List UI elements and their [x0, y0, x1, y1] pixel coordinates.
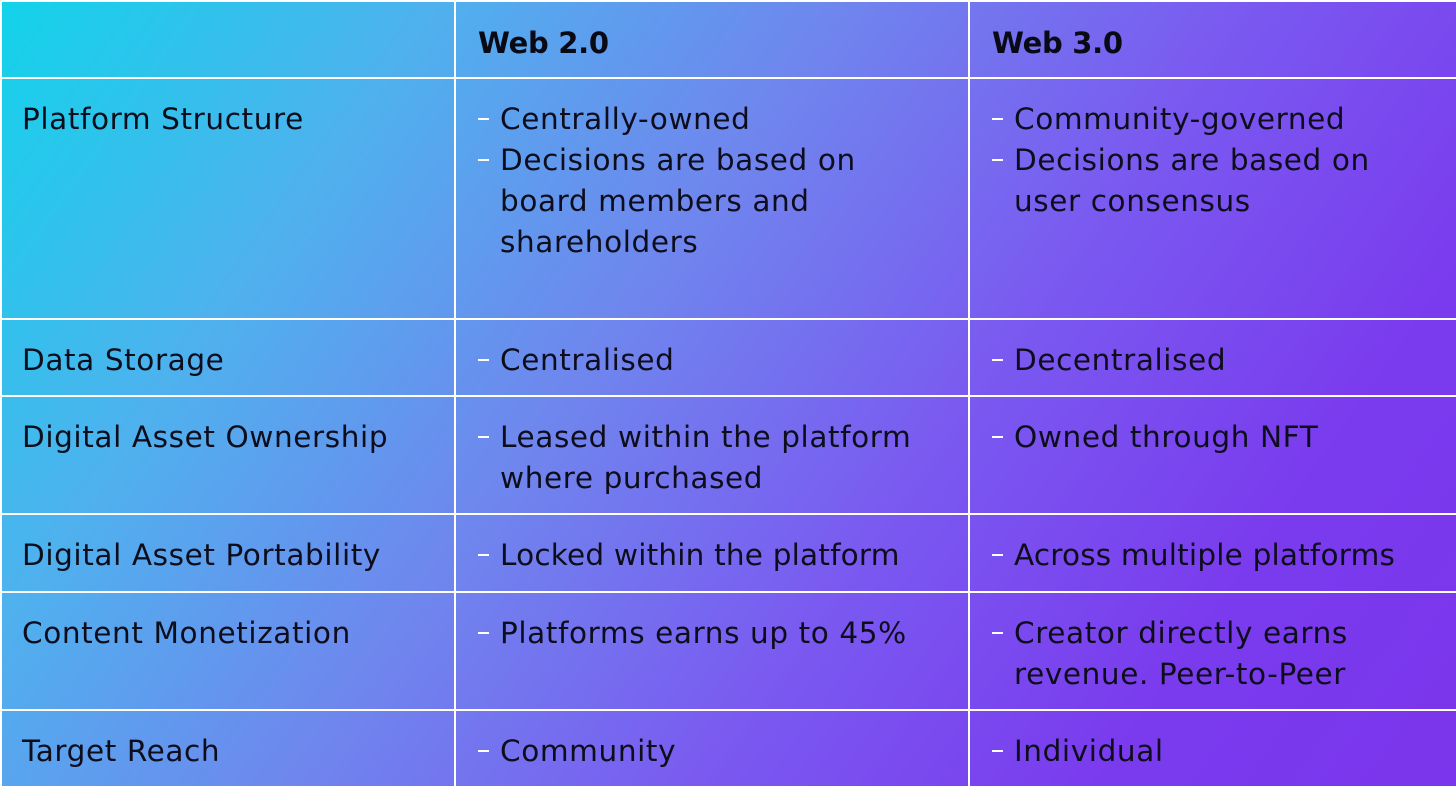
- web3-cell: Community-governed Decisions are based o…: [968, 77, 1456, 320]
- web2-points: Locked within the platform: [456, 515, 968, 576]
- dash-bullet-icon: [992, 118, 1003, 120]
- web2-points: Community: [456, 711, 968, 772]
- web2-points: Centrally-owned Decisions are based on b…: [456, 79, 968, 263]
- header-corner-cell: [0, 0, 456, 79]
- web3-cell: Across multiple platforms: [968, 513, 1456, 593]
- dash-bullet-icon: [992, 632, 1003, 634]
- list-item: Community: [456, 731, 968, 772]
- list-item: Across multiple platforms: [970, 535, 1456, 576]
- table-row: Data Storage Centralised Decentralised: [0, 318, 1456, 397]
- web3-points: Across multiple platforms: [970, 515, 1456, 576]
- list-item: Decentralised: [970, 340, 1456, 381]
- dash-bullet-icon: [478, 750, 489, 752]
- web3-cell: Owned through NFT: [968, 395, 1456, 515]
- web2-cell: Centrally-owned Decisions are based on b…: [454, 77, 970, 320]
- row-label-cell: Data Storage: [0, 318, 456, 397]
- dash-bullet-icon: [478, 359, 489, 361]
- row-label-cell: Digital Asset Ownership: [0, 395, 456, 515]
- web3-cell: Decentralised: [968, 318, 1456, 397]
- table-row: Target Reach Community Individual: [0, 709, 1456, 786]
- list-item: Platforms earns up to 45%: [456, 613, 968, 654]
- web2-cell: Centralised: [454, 318, 970, 397]
- dash-bullet-icon: [992, 159, 1003, 161]
- web2-cell: Locked within the platform: [454, 513, 970, 593]
- table-row: Content Monetization Platforms earns up …: [0, 591, 1456, 711]
- dash-bullet-icon: [478, 632, 489, 634]
- web2-points: Centralised: [456, 320, 968, 381]
- web2-cell: Community: [454, 709, 970, 786]
- list-item: Individual: [970, 731, 1456, 772]
- header-web3-cell: Web 3.0: [968, 0, 1456, 79]
- dash-bullet-icon: [992, 554, 1003, 556]
- row-label-digital-asset-ownership: Digital Asset Ownership: [22, 420, 389, 454]
- row-label-cell: Content Monetization: [0, 591, 456, 711]
- table-row: Digital Asset Portability Locked within …: [0, 513, 1456, 593]
- row-label-cell: Platform Structure: [0, 77, 456, 320]
- row-label-cell: Target Reach: [0, 709, 456, 786]
- table-row: Digital Asset Ownership Leased within th…: [0, 395, 1456, 515]
- web3-cell: Individual: [968, 709, 1456, 786]
- list-item: Centralised: [456, 340, 968, 381]
- row-label-content-monetization: Content Monetization: [22, 616, 351, 650]
- web2-points: Leased within the platform where purchas…: [456, 397, 968, 499]
- web3-points: Decentralised: [970, 320, 1456, 381]
- dash-bullet-icon: [992, 436, 1003, 438]
- table-row: Platform Structure Centrally-owned Decis…: [0, 77, 1456, 320]
- header-web2: Web 2.0: [478, 26, 609, 60]
- web3-points: Community-governed Decisions are based o…: [970, 79, 1456, 222]
- row-label-target-reach: Target Reach: [22, 734, 221, 768]
- row-label-digital-asset-portability: Digital Asset Portability: [22, 538, 381, 572]
- web3-cell: Creator directly earns revenue. Peer-to-…: [968, 591, 1456, 711]
- web3-points: Individual: [970, 711, 1456, 772]
- header-web3: Web 3.0: [992, 26, 1123, 60]
- list-item: Locked within the platform: [456, 535, 968, 576]
- web2-cell: Leased within the platform where purchas…: [454, 395, 970, 515]
- list-item: Owned through NFT: [970, 417, 1456, 458]
- list-item: Decisions are based on board members and…: [456, 140, 968, 263]
- row-label-data-storage: Data Storage: [22, 343, 225, 377]
- row-label-platform-structure: Platform Structure: [22, 102, 304, 136]
- web2-cell: Platforms earns up to 45%: [454, 591, 970, 711]
- row-label-cell: Digital Asset Portability: [0, 513, 456, 593]
- dash-bullet-icon: [992, 359, 1003, 361]
- list-item: Leased within the platform where purchas…: [456, 417, 968, 499]
- list-item: Centrally-owned: [456, 99, 968, 140]
- dash-bullet-icon: [992, 750, 1003, 752]
- list-item: Decisions are based on user consensus: [970, 140, 1456, 222]
- dash-bullet-icon: [478, 118, 489, 120]
- dash-bullet-icon: [478, 159, 489, 161]
- header-row: Web 2.0 Web 3.0: [0, 0, 1456, 79]
- dash-bullet-icon: [478, 436, 489, 438]
- web3-points: Owned through NFT: [970, 397, 1456, 458]
- web3-points: Creator directly earns revenue. Peer-to-…: [970, 593, 1456, 695]
- list-item: Community-governed: [970, 99, 1456, 140]
- dash-bullet-icon: [478, 554, 489, 556]
- header-web2-cell: Web 2.0: [454, 0, 970, 79]
- web2-points: Platforms earns up to 45%: [456, 593, 968, 654]
- list-item: Creator directly earns revenue. Peer-to-…: [970, 613, 1456, 695]
- header-corner: [2, 2, 454, 26]
